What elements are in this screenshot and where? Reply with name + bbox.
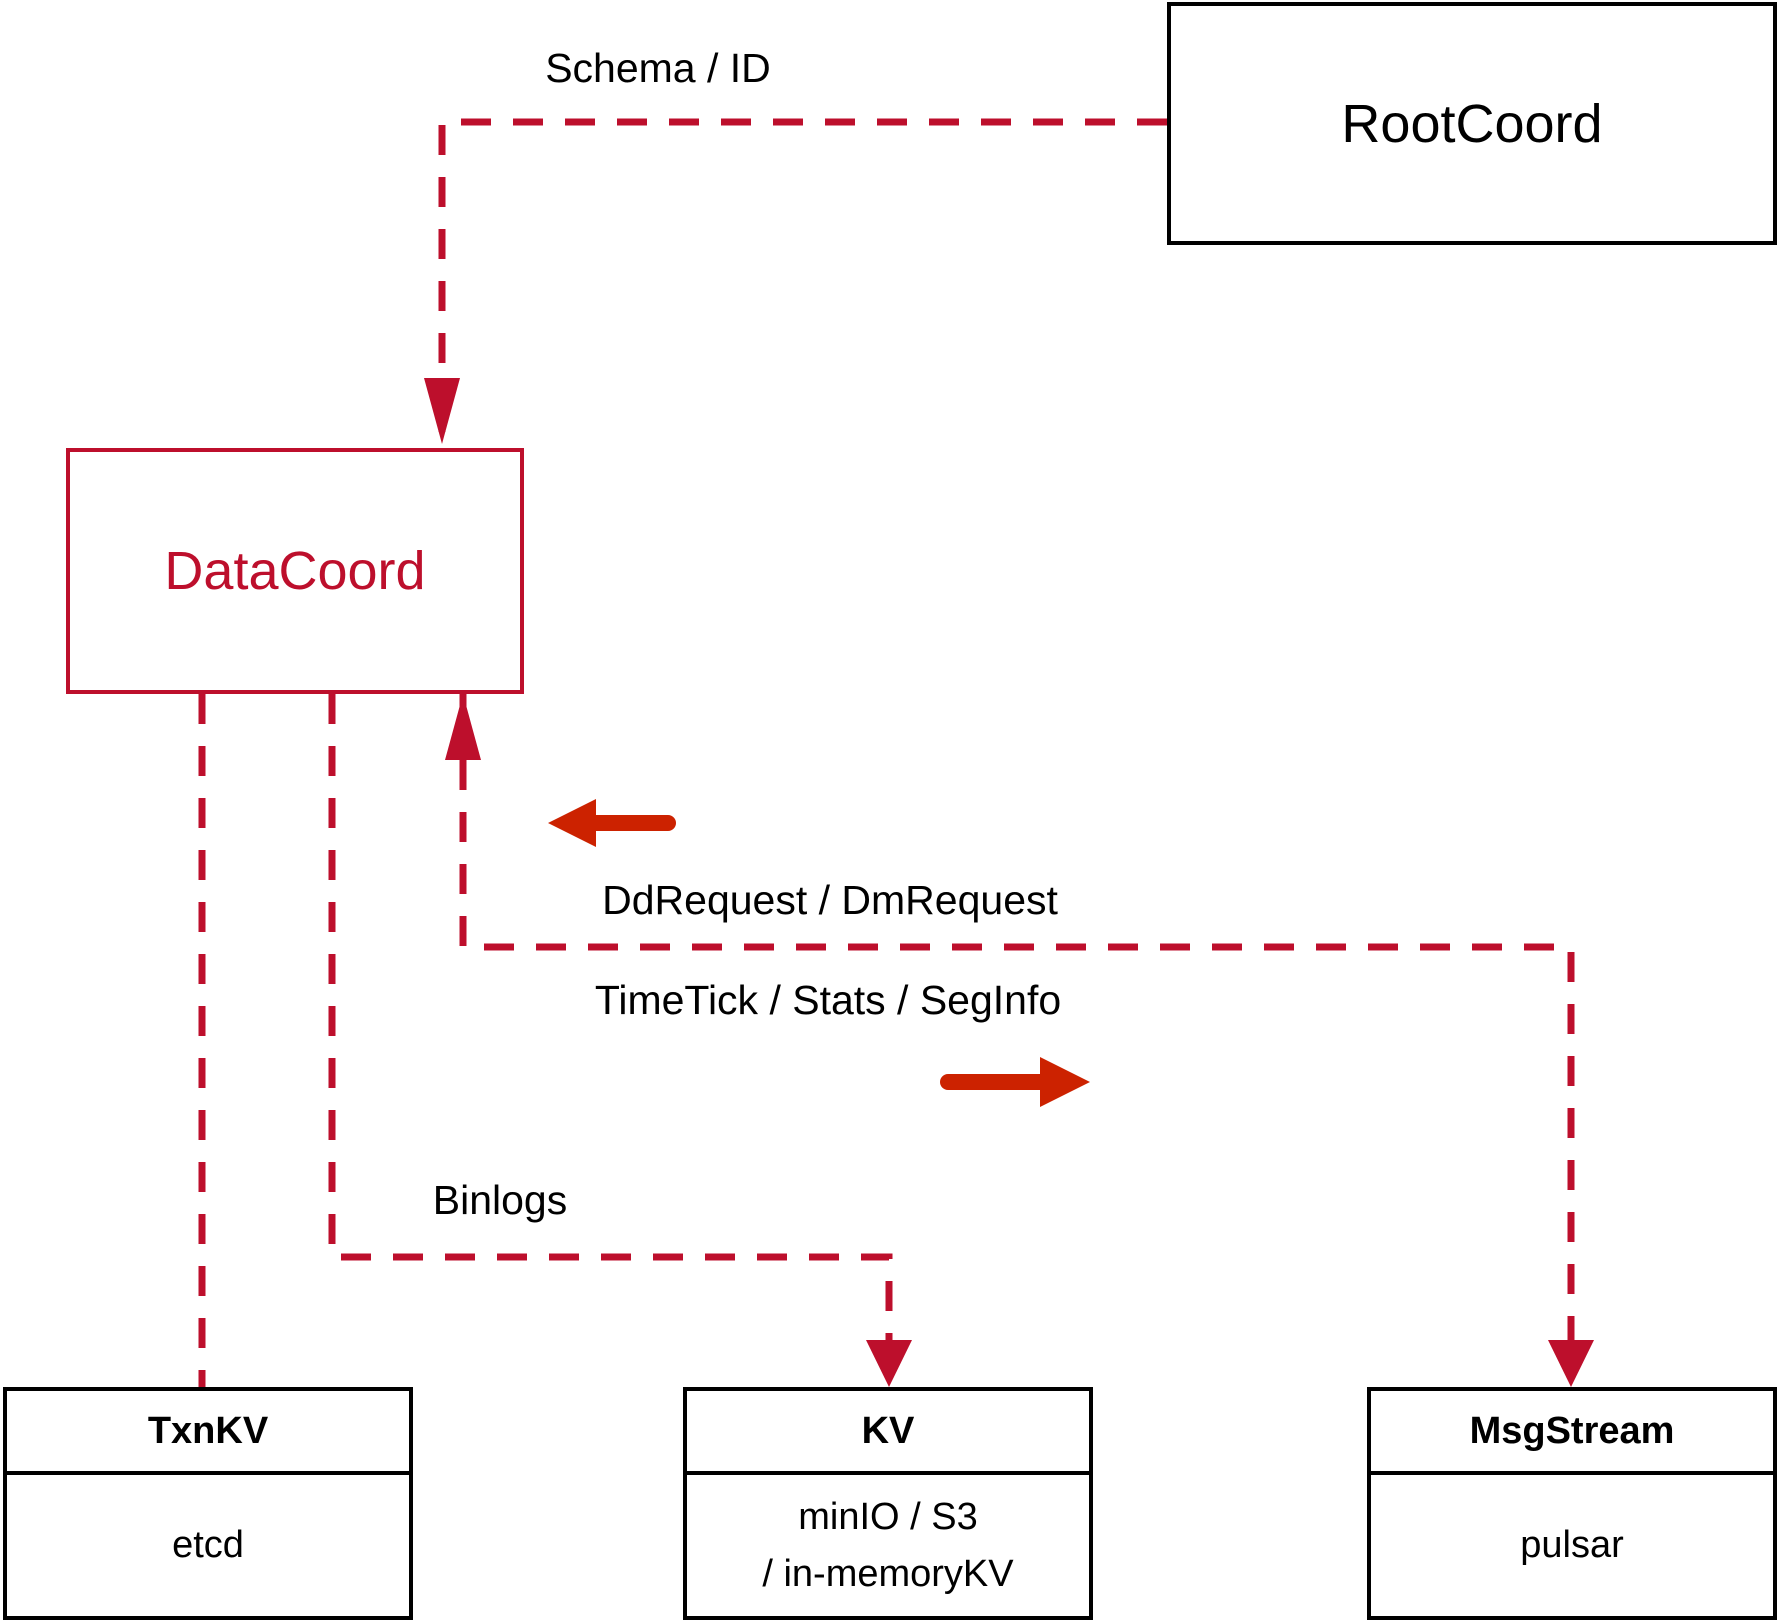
node-msgstream[interactable]: MsgStream pulsar (1367, 1387, 1777, 1620)
edge-datacoord-to-kv (328, 694, 912, 1387)
node-txnkv[interactable]: TxnKV etcd (3, 1387, 413, 1620)
node-kv-line-0: minIO / S3 (798, 1495, 978, 1538)
edge-label-schema-id: Schema / ID (545, 45, 771, 91)
direction-arrow-left (548, 799, 676, 847)
node-msgstream-header: MsgStream (1371, 1391, 1773, 1475)
node-kv-header: KV (687, 1391, 1089, 1475)
node-txnkv-header: TxnKV (7, 1391, 409, 1475)
node-datacoord[interactable]: DataCoord (66, 448, 524, 694)
edge-label-binlogs: Binlogs (432, 1177, 568, 1223)
node-msgstream-body: pulsar (1371, 1475, 1773, 1616)
node-txnkv-body: etcd (7, 1475, 409, 1616)
node-txnkv-line-0: etcd (172, 1524, 244, 1566)
node-kv-line-1: / in-memoryKV (762, 1552, 1014, 1595)
node-kv[interactable]: KV minIO / S3 / in-memoryKV (683, 1387, 1093, 1620)
node-datacoord-label: DataCoord (164, 541, 426, 601)
direction-arrow-right (940, 1057, 1090, 1107)
edge-label-dd-dm-request: DdRequest / DmRequest (602, 877, 1058, 923)
node-msgstream-line-0: pulsar (1520, 1524, 1624, 1566)
node-rootcoord-label: RootCoord (1341, 93, 1603, 154)
node-rootcoord[interactable]: RootCoord (1167, 2, 1777, 245)
edge-label-timetick-stats-seginfo: TimeTick / Stats / SegInfo (594, 977, 1062, 1023)
node-kv-body: minIO / S3 / in-memoryKV (687, 1475, 1089, 1616)
edge-msgstream-to-datacoord (445, 694, 1594, 1387)
edge-rootcoord-to-datacoord (424, 118, 1167, 444)
